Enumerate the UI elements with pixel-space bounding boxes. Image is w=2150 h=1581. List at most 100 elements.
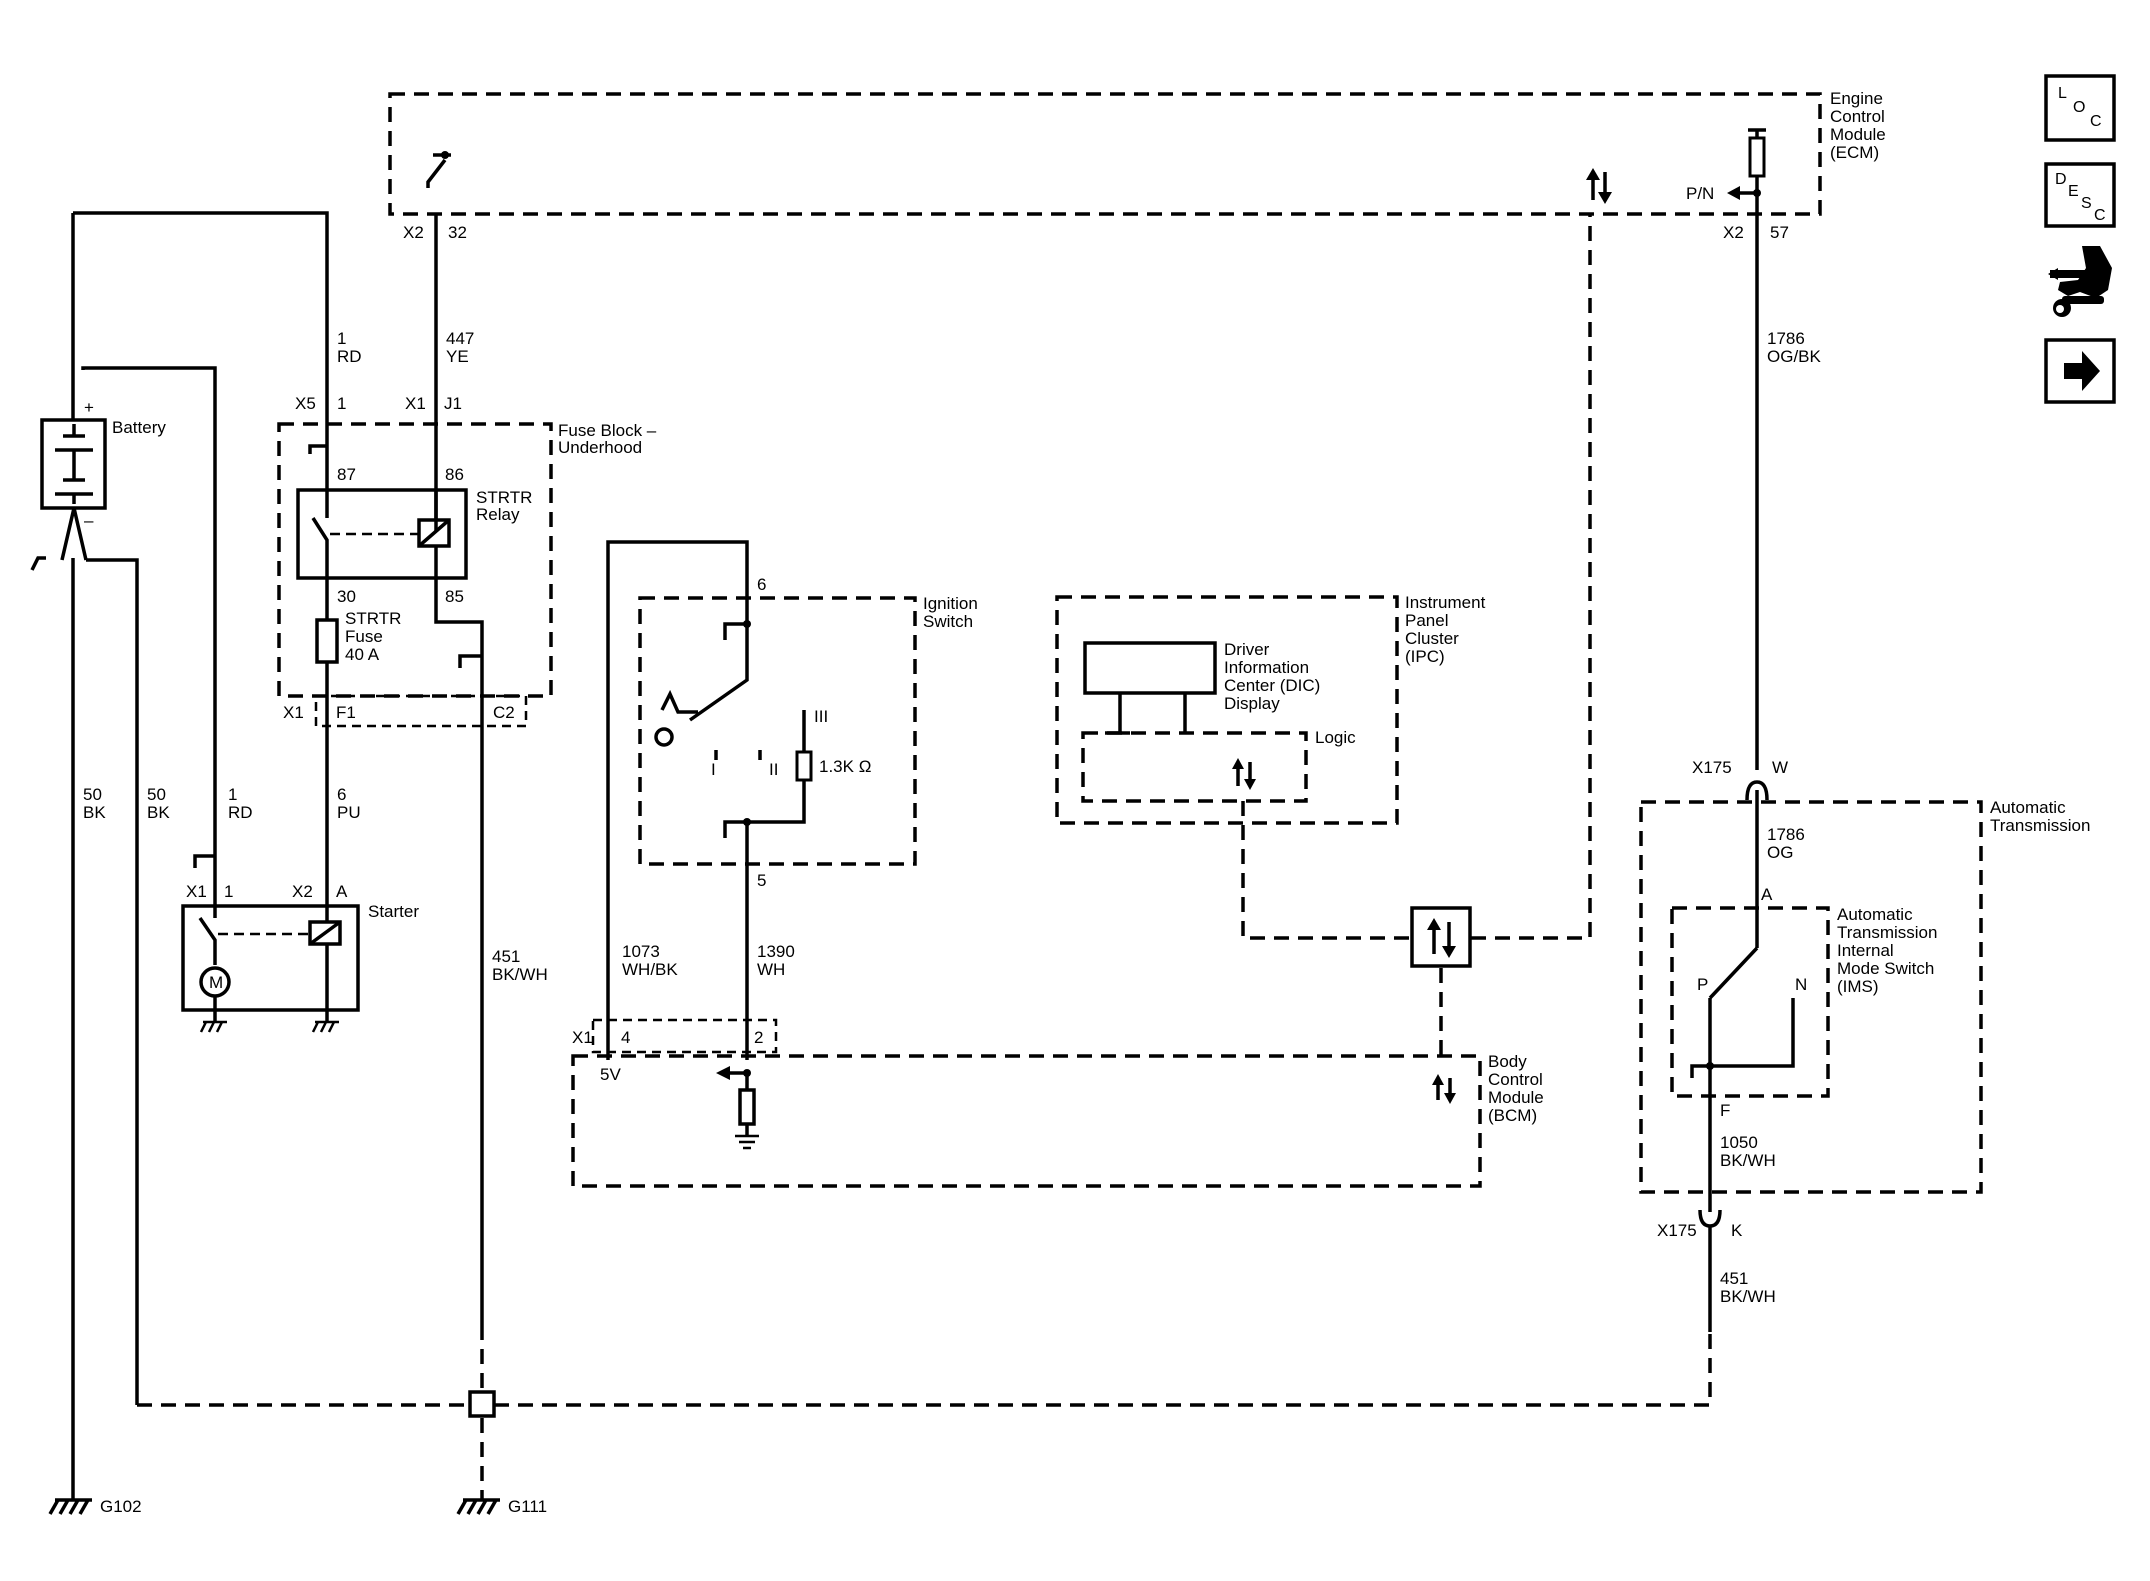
st-x2-pin: A (336, 882, 348, 901)
wire-1050-num: 1050 (1720, 1133, 1758, 1152)
st-x1: X1 (186, 882, 207, 901)
dic-display (1083, 641, 1217, 695)
instrument-panel-cluster: Instrument Panel Cluster (IPC) Driver In… (1055, 593, 1486, 825)
wire-1786a-num: 1786 (1767, 329, 1805, 348)
ecm-switch (426, 158, 447, 188)
wire-1073-color: WH/BK (622, 960, 678, 979)
dic-label-1: Information (1224, 658, 1309, 677)
wrench-icon[interactable] (2048, 246, 2112, 317)
ipc-label-3: (IPC) (1405, 647, 1445, 666)
ecm-label-1: Control (1830, 107, 1885, 126)
ims-label-1: Transmission (1837, 923, 1937, 942)
ims-switch (1670, 906, 1830, 1098)
arrow-right-icon[interactable] (2044, 338, 2116, 404)
g111-label: G111 (508, 1497, 547, 1516)
ign-pos-II: II (769, 760, 778, 779)
starter: X1 1 X2 A Starter M (181, 854, 419, 1033)
ipc-data-arrows-icon (1232, 758, 1256, 790)
wire-451a-num: 451 (492, 947, 520, 966)
fuse-block-label-0: Fuse Block – (558, 421, 657, 440)
ign-label-0: Ignition (923, 594, 978, 613)
relay-pin-85: 85 (445, 587, 464, 606)
wire-1786a-color: OG/BK (1767, 347, 1822, 366)
wire-50a-num: 50 (83, 785, 102, 804)
st-x2: X2 (292, 882, 313, 901)
battery-neg: – (84, 511, 94, 530)
desc-letter-1: E (2068, 183, 2079, 200)
dic-label-3: Display (1224, 694, 1280, 713)
x175-bot: X175 (1657, 1221, 1697, 1240)
ipc-logic (1081, 731, 1308, 803)
wire-1786b-num: 1786 (1767, 825, 1805, 844)
fb-x1: X1 (405, 394, 426, 413)
logic-label: Logic (1315, 728, 1356, 747)
fb-x5: X5 (295, 394, 316, 413)
fuse-block-underhood: Fuse Block – Underhood STRTR Relay 87 86… (277, 213, 657, 1325)
ims-label-2: Internal (1837, 941, 1894, 960)
ecm-x2-a: X2 (403, 223, 424, 242)
trans-pin-a: A (1761, 885, 1773, 904)
ground-bus (137, 1325, 1712, 1490)
wire-447-color: YE (446, 347, 469, 366)
ign-pos-III: III (814, 707, 828, 726)
x175-bot-pin: K (1731, 1221, 1743, 1240)
battery-pos: + (84, 398, 94, 417)
ignition-switch: 6 Ignition Switch 1.3K Ω I II III 5 (606, 540, 978, 1060)
ecm-data-arrows-icon (1586, 168, 1612, 204)
ipc-label-0: Instrument (1405, 593, 1486, 612)
x175-bottom-connector: X175 K (1657, 1209, 1743, 1240)
relay-pin-87: 87 (337, 465, 356, 484)
resistor-label: 1.3K Ω (819, 757, 871, 776)
wire-50b-num: 50 (147, 785, 166, 804)
body-control-module: X1 4 2 Body Control Module (BCM) 5V (571, 1018, 1544, 1188)
loc-letter-0: L (2058, 85, 2067, 102)
wire-1-num: 1 (337, 329, 346, 348)
trans-label-0: Automatic (1990, 798, 2066, 817)
trans-pin-f: F (1720, 1101, 1730, 1120)
g102-label: G102 (100, 1497, 142, 1516)
wire-1-color: RD (337, 347, 362, 366)
fuse-label-1: Fuse (345, 627, 383, 646)
loc-button[interactable]: L O C (2044, 74, 2116, 142)
bcm-pin-2: 2 (754, 1028, 763, 1047)
ign-pin-6: 6 (757, 575, 766, 594)
automatic-transmission: Automatic Transmission 1786 OG A Automat… (1639, 798, 2090, 1212)
wire-50a-color: BK (83, 803, 106, 822)
loc-letter-2: C (2090, 113, 2102, 130)
ground-g102: G102 (48, 1490, 142, 1516)
loc-letter-1: O (2073, 99, 2085, 116)
wire-1390-num: 1390 (757, 942, 795, 961)
desc-letter-3: C (2094, 207, 2106, 224)
fb-c2: C2 (493, 703, 515, 722)
wire-451a-color: BK/WH (492, 965, 548, 984)
ign-pos-I: I (711, 760, 716, 779)
relay-pin-30: 30 (337, 587, 356, 606)
bcm-pullup-resistor (738, 1088, 756, 1126)
fb-f1: F1 (336, 703, 356, 722)
wire-1050-color: BK/WH (1720, 1151, 1776, 1170)
ims-pos-P: P (1697, 975, 1708, 994)
bcm-label-0: Body (1488, 1052, 1527, 1071)
fb-x1-lower: X1 (283, 703, 304, 722)
ecm-module: Engine Control Module (ECM) P/N X2 32 X2… (388, 89, 1886, 242)
fuse-label-2: 40 A (345, 645, 380, 664)
bcm-data-arrows-icon (1432, 1074, 1456, 1104)
bcm-label-3: (BCM) (1488, 1106, 1537, 1125)
ims-label-0: Automatic (1837, 905, 1913, 924)
x175-top: X175 (1692, 758, 1732, 777)
bcm-input-arrow-icon (716, 1066, 730, 1080)
ground-g111: G111 (456, 1490, 547, 1516)
ign-label-1: Switch (923, 612, 973, 631)
serial-data-network (1241, 214, 1592, 1056)
starter-label: Starter (368, 902, 419, 921)
ground-splice (468, 1390, 496, 1418)
trans-label-1: Transmission (1990, 816, 2090, 835)
wire-1b-num: 1 (228, 785, 237, 804)
bcm-x1: X1 (572, 1028, 593, 1047)
x175-top-pin: W (1772, 758, 1788, 777)
strtr-relay (296, 488, 468, 580)
wire-1390-color: WH (757, 960, 785, 979)
desc-button[interactable]: D E S C (2044, 162, 2116, 228)
fb-x1-pin: J1 (444, 394, 462, 413)
